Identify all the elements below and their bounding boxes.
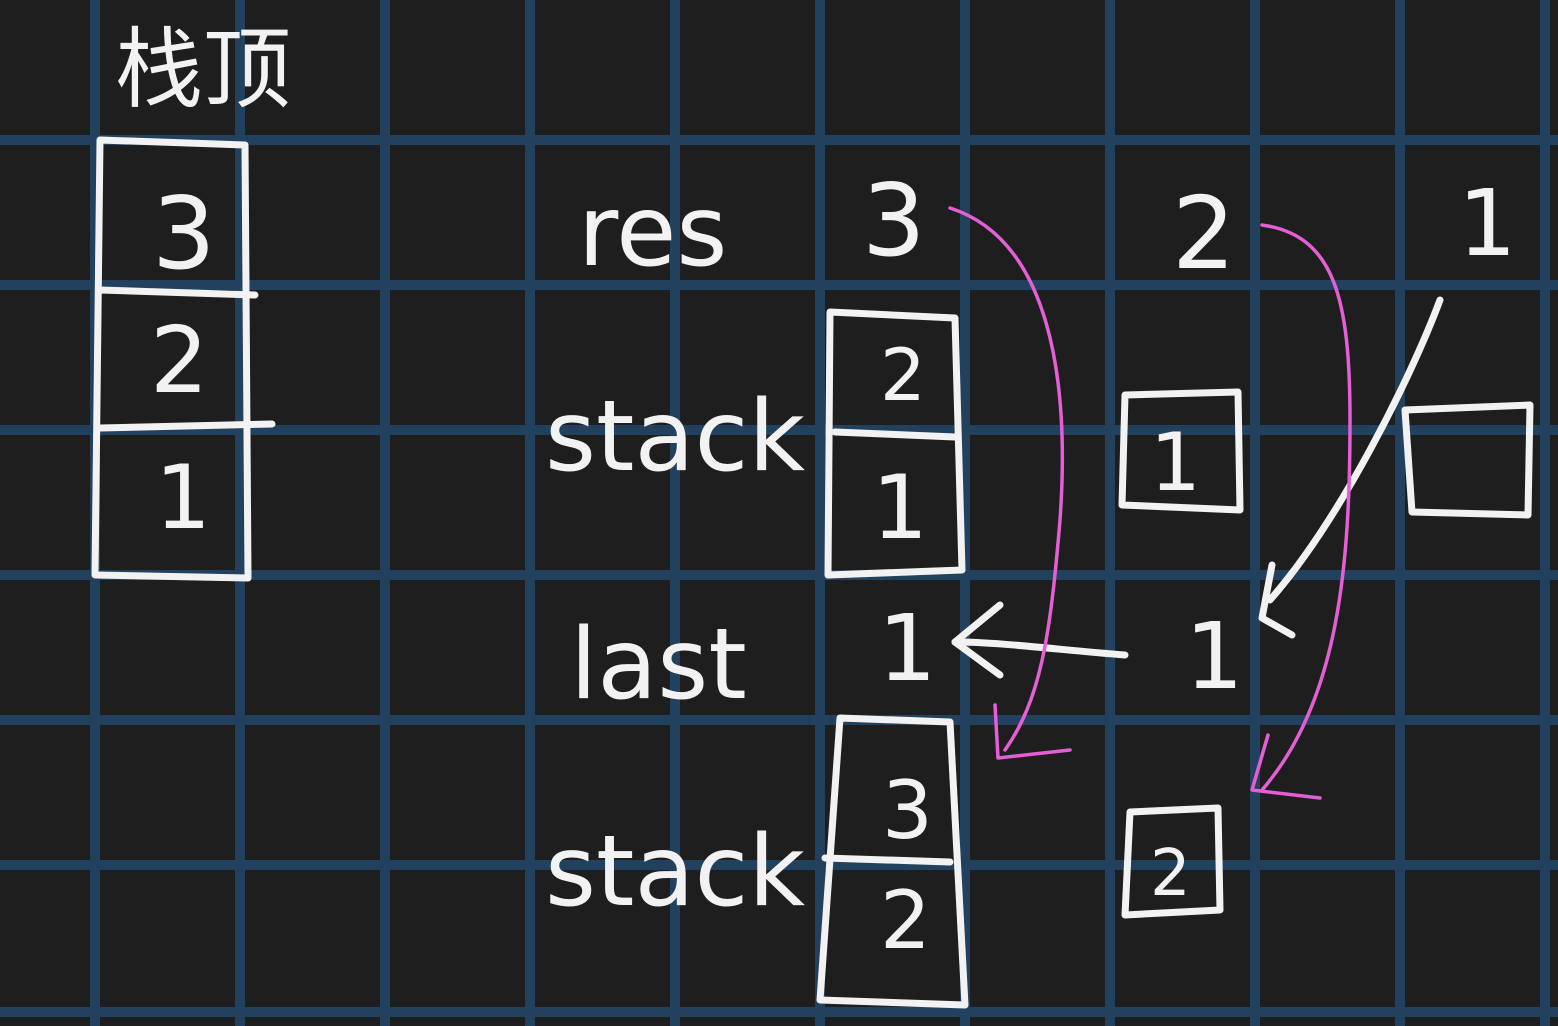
stack-col1-cell-top: 2 — [880, 333, 926, 417]
stack2-row: 3 2 2 — [816, 714, 1224, 1009]
stack2-col1-cell-bottom: 2 — [880, 874, 931, 967]
res-value-2: 2 — [1172, 175, 1236, 292]
last-arrow-left — [951, 638, 1129, 659]
stack2-box-col2 — [1121, 804, 1224, 919]
left-stack-cell-top: 3 — [152, 175, 216, 292]
pink-arrowhead-1 — [993, 703, 1072, 760]
left-stack-box — [91, 136, 252, 582]
pink-arrows — [948, 206, 1352, 800]
stack-col3-pop-arrow — [1266, 296, 1444, 604]
stack-col1-cell-bottom: 1 — [872, 456, 928, 559]
last-value-1: 1 — [878, 595, 937, 702]
last-arrowhead — [951, 601, 1004, 679]
left-stack-cell-middle: 2 — [150, 307, 209, 414]
row-label-last: last — [570, 608, 747, 722]
stack2-col1-cell-top: 3 — [882, 764, 933, 857]
stack-row: 2 1 1 — [824, 296, 1534, 639]
left-stack-divider — [96, 420, 276, 432]
last-value-2: 1 — [1185, 603, 1244, 710]
stack-top-label: 栈顶 — [115, 18, 291, 121]
stack-box-col2 — [1118, 388, 1244, 514]
stack-box-col3-empty — [1401, 401, 1534, 519]
res-value-3: 1 — [1458, 170, 1517, 277]
row-label-stack-2: stack — [545, 815, 805, 929]
res-value-1: 3 — [862, 162, 926, 279]
stack-box-col1-divider — [831, 428, 959, 441]
stack2-box-col1-divider — [821, 854, 954, 866]
pink-arrowhead-2 — [1250, 733, 1322, 800]
left-stack: 栈顶 3 2 1 — [91, 18, 291, 582]
pink-arrow-res2-to-stack2 — [1260, 223, 1352, 792]
left-stack-cell-bottom: 1 — [155, 446, 211, 549]
stack-col3-pop-arrowhead — [1258, 561, 1296, 639]
stack2-box-col1 — [816, 714, 969, 1009]
row-label-res: res — [578, 175, 728, 289]
stack2-col2-cell: 2 — [1150, 837, 1191, 911]
res-row: 3 2 1 — [862, 162, 1517, 292]
row-label-stack: stack — [545, 380, 805, 494]
last-row: 1 1 — [878, 595, 1244, 710]
pink-arrow-res3-to-stack2 — [948, 206, 1065, 752]
stack-box-col1 — [824, 308, 966, 579]
left-stack-divider — [96, 286, 259, 299]
row-labels: res stack last stack — [545, 175, 805, 929]
stack-col2-cell: 1 — [1150, 416, 1201, 509]
